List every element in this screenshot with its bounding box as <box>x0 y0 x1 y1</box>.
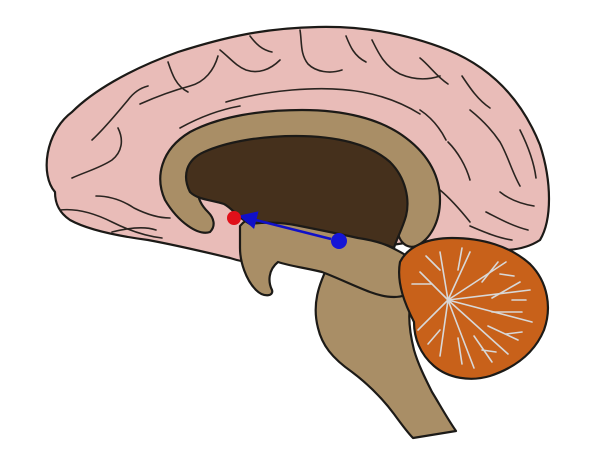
arbor-vitae <box>411 247 533 369</box>
pathway-arrow <box>238 211 332 241</box>
cerebellum <box>398 236 550 380</box>
brainstem <box>314 260 458 440</box>
origin-marker-blue <box>331 233 347 249</box>
target-marker-red <box>227 211 241 225</box>
cortical-folds <box>59 29 537 241</box>
